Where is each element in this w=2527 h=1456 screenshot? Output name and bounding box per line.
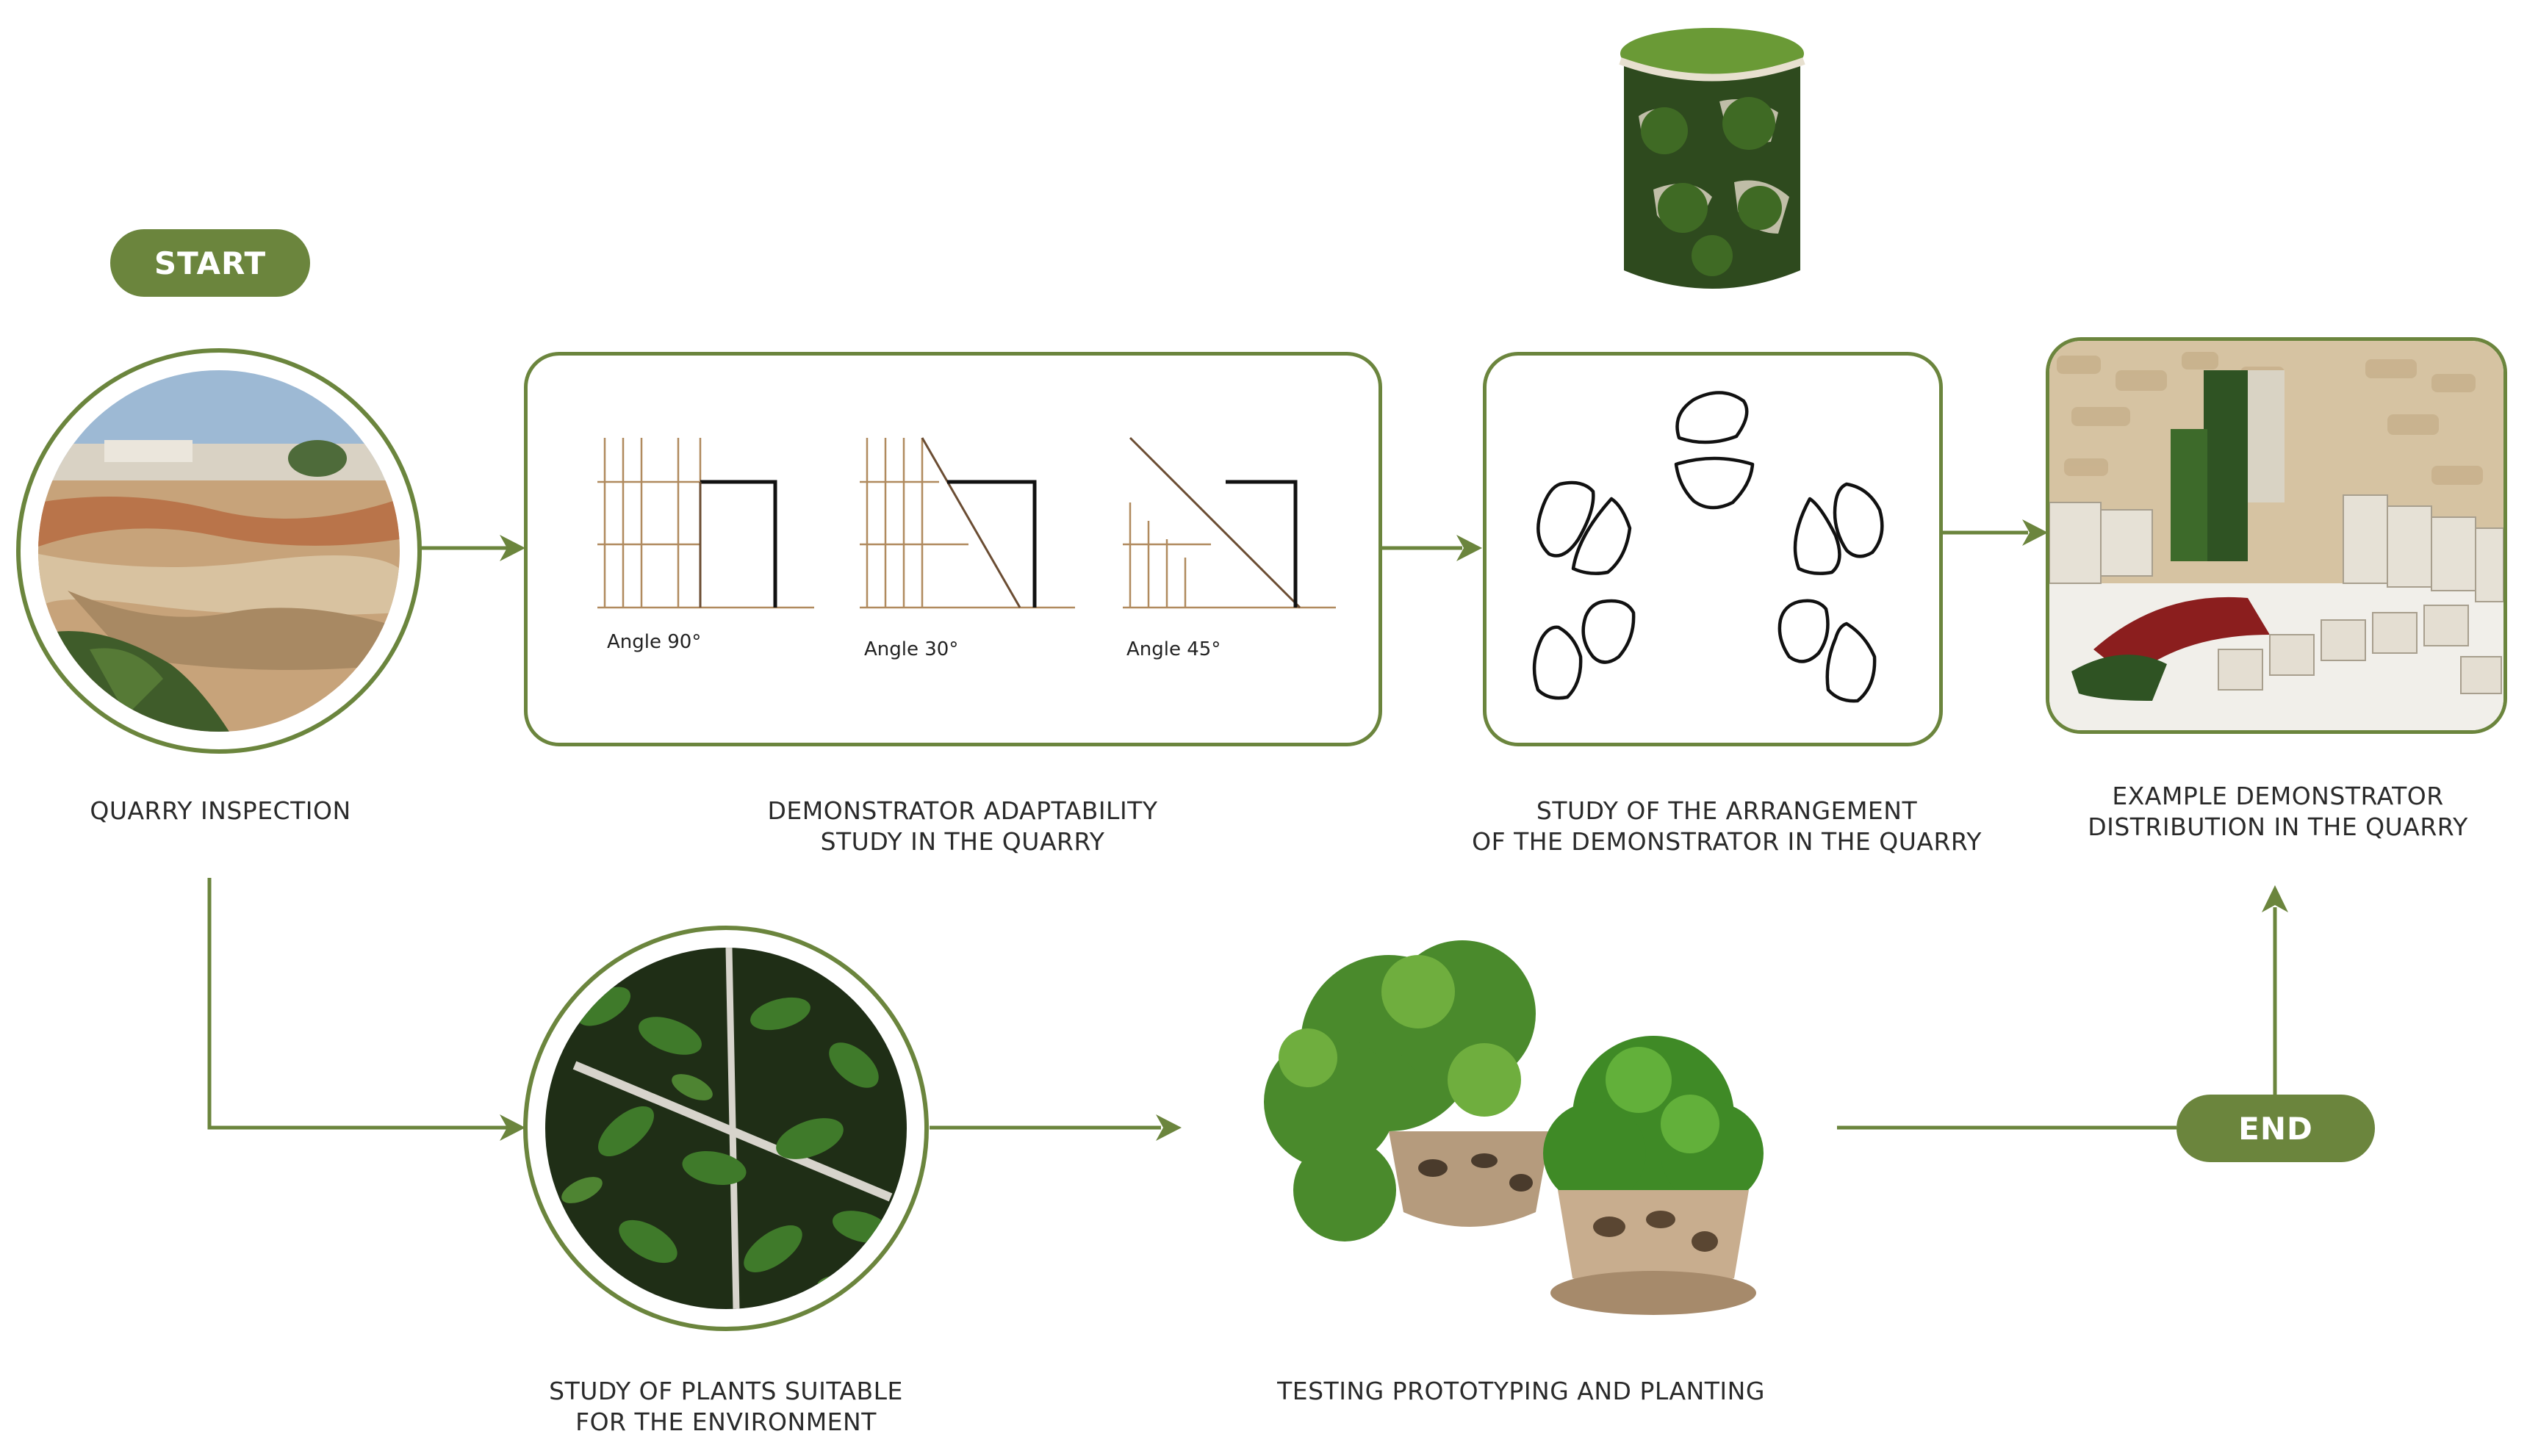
arrangement-study-panel — [1483, 352, 1943, 746]
arrowhead — [500, 535, 525, 561]
arrowhead — [2022, 519, 2048, 546]
testing-caption: TESTING PROTOTYPING AND PLANTING — [1277, 1377, 1765, 1405]
prototype-planters-image — [1264, 940, 1764, 1315]
angle-label: Angle 45° — [1126, 638, 1221, 660]
distribution-caption: EXAMPLE DEMONSTRATOR DISTRIBUTION IN THE… — [2088, 782, 2468, 841]
quarry-photo — [38, 370, 400, 732]
arrowhead — [500, 1114, 525, 1141]
angle-label: Angle 90° — [607, 631, 702, 653]
green-wall-module-image — [1619, 28, 1805, 289]
plants-study-image — [523, 926, 929, 1331]
arrangement-shapes — [1532, 391, 1884, 703]
angle-45-diagram — [1123, 436, 1336, 609]
arrowhead — [1156, 1114, 1182, 1141]
leaves-illustration — [545, 948, 907, 1309]
end-badge: END — [2176, 1095, 2375, 1162]
quarry-render — [2049, 341, 2503, 730]
quarry-illustration — [38, 370, 400, 732]
plants-study-caption: STUDY OF PLANTS SUITABLE FOR THE ENVIRON… — [549, 1377, 903, 1436]
angle-label: Angle 30° — [864, 638, 959, 660]
angle-30-diagram — [860, 437, 1075, 609]
adaptability-study-panel: Angle 90° Angle 30° Angle 45° — [524, 352, 1382, 746]
distribution-example-image — [2046, 337, 2507, 734]
arrangement-caption: STUDY OF THE ARRANGEMENT OF THE DEMONSTR… — [1472, 796, 1982, 856]
angle-diagrams — [597, 436, 1336, 609]
start-badge: START — [110, 229, 310, 297]
arrowhead — [1456, 535, 1482, 561]
plants-photo — [545, 948, 907, 1309]
angle-90-diagram — [597, 438, 814, 609]
adaptability-caption: DEMONSTRATOR ADAPTABILITY STUDY IN THE Q… — [767, 796, 1158, 856]
arrowhead — [2262, 885, 2288, 912]
quarry-inspection-image — [16, 348, 422, 754]
quarry-inspection-caption: QUARRY INSPECTION — [90, 796, 351, 825]
